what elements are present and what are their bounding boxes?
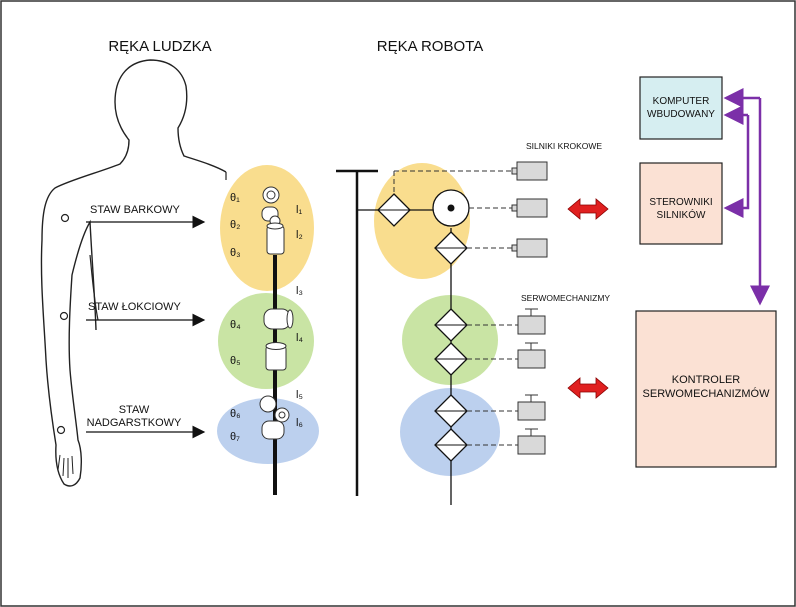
human-silhouette: [40, 59, 227, 487]
servo-controller-line1: KONTROLER: [672, 374, 741, 386]
embedded-computer-block: [639, 76, 723, 140]
shoulder-joint-dot: [60, 213, 70, 223]
wrist-joint-label-1: STAW: [119, 404, 150, 416]
angle-theta3: θ₃: [230, 247, 241, 259]
servo-controller-line2: SERWOMECHANIZMÓW: [643, 387, 771, 400]
link-l1: l₁: [296, 204, 302, 216]
angle-theta5: θ₅: [230, 355, 241, 367]
elbow-joint-dot: [59, 311, 69, 321]
robot-joint-diamond-6: [434, 428, 468, 462]
human-hand-fingers: [57, 454, 74, 478]
robot-joint-diamond-4: [434, 342, 468, 376]
embedded-computer-line2: WBUDOWANY: [647, 109, 715, 120]
angle-theta7: θ₇: [230, 431, 240, 443]
servos-label: SERWOMECHANIZMY: [521, 293, 610, 303]
stepper-motors-label: SILNIKI KROKOWE: [526, 141, 602, 151]
servo-bidirectional-arrow-icon: [567, 377, 609, 399]
elbow-joint-label: STAW ŁOKCIOWY: [88, 301, 182, 313]
shoulder-joint-label: STAW BARKOWY: [90, 204, 181, 216]
angle-theta6: θ₆: [230, 408, 241, 420]
angle-theta2: θ₂: [230, 219, 240, 231]
link-l4: l₄: [296, 332, 303, 344]
wrist-joint-label-2: NADGARSTKOWY: [87, 417, 182, 429]
revolute-joint-3-icon: [259, 395, 290, 440]
link-l3: l₃: [296, 285, 303, 297]
robot-arm-title: RĘKA ROBOTA: [377, 38, 483, 55]
link-l6: l₆: [296, 417, 303, 429]
human-torso-line: [89, 254, 99, 321]
servo-controller-block: [635, 310, 777, 468]
motor-drivers-line2: SILNIKÓW: [657, 208, 706, 221]
servo-icons: [517, 308, 546, 455]
motor-drivers-block: [639, 162, 723, 245]
robot-joint-diamond-5: [434, 394, 468, 428]
embedded-computer-line1: KOMPUTER: [653, 96, 710, 107]
stepper-motor-icons: [511, 161, 548, 258]
robot-joint-diamond-3: [434, 308, 468, 342]
motor-drivers-line1: STEROWNIKI: [649, 197, 712, 208]
link-l5: l₅: [296, 389, 303, 401]
revolute-joint-1-icon: [261, 186, 285, 255]
wrist-joint-dot: [56, 425, 66, 435]
angle-theta1: θ₁: [230, 192, 240, 204]
human-arm-title: RĘKA LUDZKA: [108, 38, 211, 55]
robot-joint-diamond-1: [377, 193, 411, 227]
revolute-joint-2-icon: [263, 308, 294, 371]
purple-bus-connectors: [723, 88, 770, 306]
stepper-bidirectional-arrow-icon: [567, 198, 609, 220]
robot-joint-diamond-2: [434, 231, 468, 265]
link-l2: l₂: [296, 229, 303, 241]
angle-theta4: θ₄: [230, 319, 241, 331]
robot-joint-circle: [432, 189, 470, 227]
